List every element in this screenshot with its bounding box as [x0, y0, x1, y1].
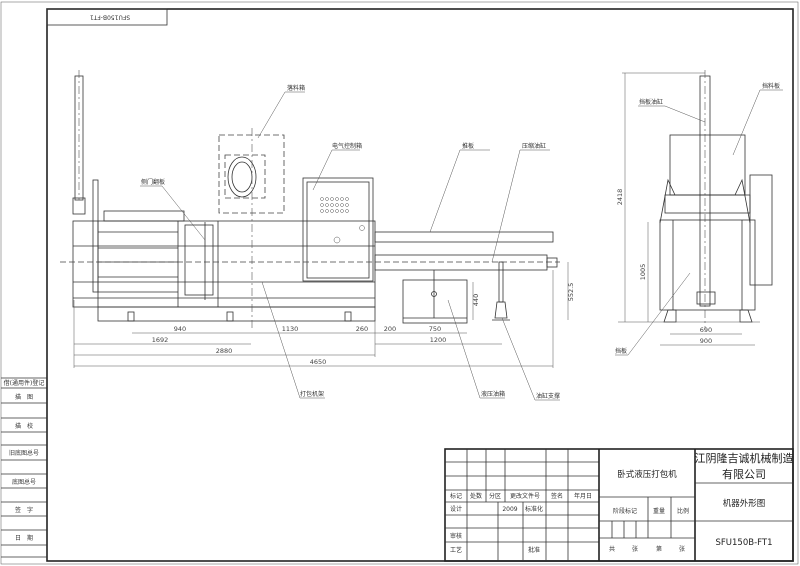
dim-1200: 1200	[430, 336, 447, 344]
strip-label: 底图总号	[12, 478, 36, 486]
rev-header: 分区	[489, 492, 501, 500]
dim-900: 900	[700, 337, 712, 345]
dim-2880: 2880	[216, 347, 233, 355]
label-feed-box: 落料箱	[287, 84, 305, 92]
dim-750: 750	[429, 325, 441, 333]
strip-label: 旧底图总号	[9, 449, 39, 457]
rev-header: 标记	[450, 492, 462, 500]
dim-690: 690	[700, 326, 712, 334]
dim-200: 200	[384, 325, 396, 333]
design-year: 2009	[502, 506, 517, 513]
company-name: 江阴隆吉诚机械制造	[695, 451, 794, 465]
rev-header: 更改文件号	[510, 492, 540, 500]
drawing-number: SFU150B-FT1	[716, 538, 773, 548]
label-side-door: 侧门翻板	[141, 178, 165, 186]
rev-header: 年月日	[574, 492, 592, 500]
label-cylinder-support: 油缸支撑	[536, 392, 560, 400]
total-label: 共	[609, 545, 615, 553]
dim-1692: 1692	[152, 336, 169, 344]
dimensions-side: 940 1130 260 200 750 1692 1200 2880 4650…	[73, 262, 575, 368]
product-name: 卧式液压打包机	[617, 469, 677, 480]
standardization-label: 标准化	[525, 505, 543, 513]
label-push-plate: 推板	[462, 142, 474, 150]
company-name: 有限公司	[722, 467, 766, 481]
inner-frame	[46, 8, 794, 562]
rev-header: 处数	[470, 492, 482, 500]
approve-label: 批准	[528, 546, 540, 554]
svg-text:SFU150B-FT1: SFU150B-FT1	[90, 14, 130, 21]
label-frame: 打包机架	[300, 390, 324, 398]
strip-label: 借(通用件)登记	[4, 379, 45, 387]
drawing-name: 机器外形图	[723, 498, 766, 509]
design-label: 设计	[450, 505, 462, 513]
strip-label: 描 图	[15, 393, 33, 401]
rev-header: 签名	[551, 492, 563, 500]
scale-label: 比例	[677, 507, 689, 515]
side-view	[60, 70, 560, 330]
review-label: 审核	[450, 532, 462, 540]
strip-label: 描 校	[15, 422, 33, 430]
dim-2418: 2418	[616, 189, 624, 206]
end-view: 2418 1005 690 900 挡板油缸 挡料板 挡板	[615, 70, 783, 356]
dim-1005: 1005	[639, 264, 647, 281]
label-gate-cylinder: 挡板油缸	[639, 98, 663, 106]
label-gate-board: 挡料板	[762, 82, 780, 90]
dim-1130: 1130	[282, 325, 299, 333]
sheets-label: 张	[632, 545, 638, 553]
dim-940: 940	[174, 325, 186, 333]
process-label: 工艺	[450, 546, 462, 554]
dim-260: 260	[356, 325, 368, 333]
label-oil-tank: 液压油箱	[481, 390, 505, 398]
title-block: 标记 处数 分区 更改文件号 签名 年月日 设计 2009 标准化 审核 工艺 …	[444, 448, 794, 562]
weight-label: 重量	[653, 507, 665, 515]
left-strip: 借(通用件)登记 描 图 描 校 旧底图总号 底图总号 签 字 日 期	[1, 377, 47, 558]
leader-labels: 落料箱 电气控制箱 侧门翻板 推板 压缩油缸 打包机架 液压油箱 油缸支撑	[140, 84, 560, 401]
strip-label: 签 字	[15, 506, 33, 514]
label-control-box: 电气控制箱	[332, 142, 362, 150]
dim-440: 440	[472, 294, 480, 306]
drawing-stamp: SFU150B-FT1	[46, 8, 168, 26]
sheet-no-label: 第	[656, 545, 662, 553]
label-baffle: 挡板	[615, 347, 627, 355]
strip-label: 日 期	[15, 534, 33, 542]
label-compress-cylinder: 压缩油缸	[522, 142, 546, 150]
dim-4650: 4650	[310, 358, 327, 366]
sheets-label: 张	[679, 545, 685, 553]
stage-mark-label: 阶段标记	[613, 507, 637, 515]
dim-552-5: 552.5	[567, 283, 575, 302]
